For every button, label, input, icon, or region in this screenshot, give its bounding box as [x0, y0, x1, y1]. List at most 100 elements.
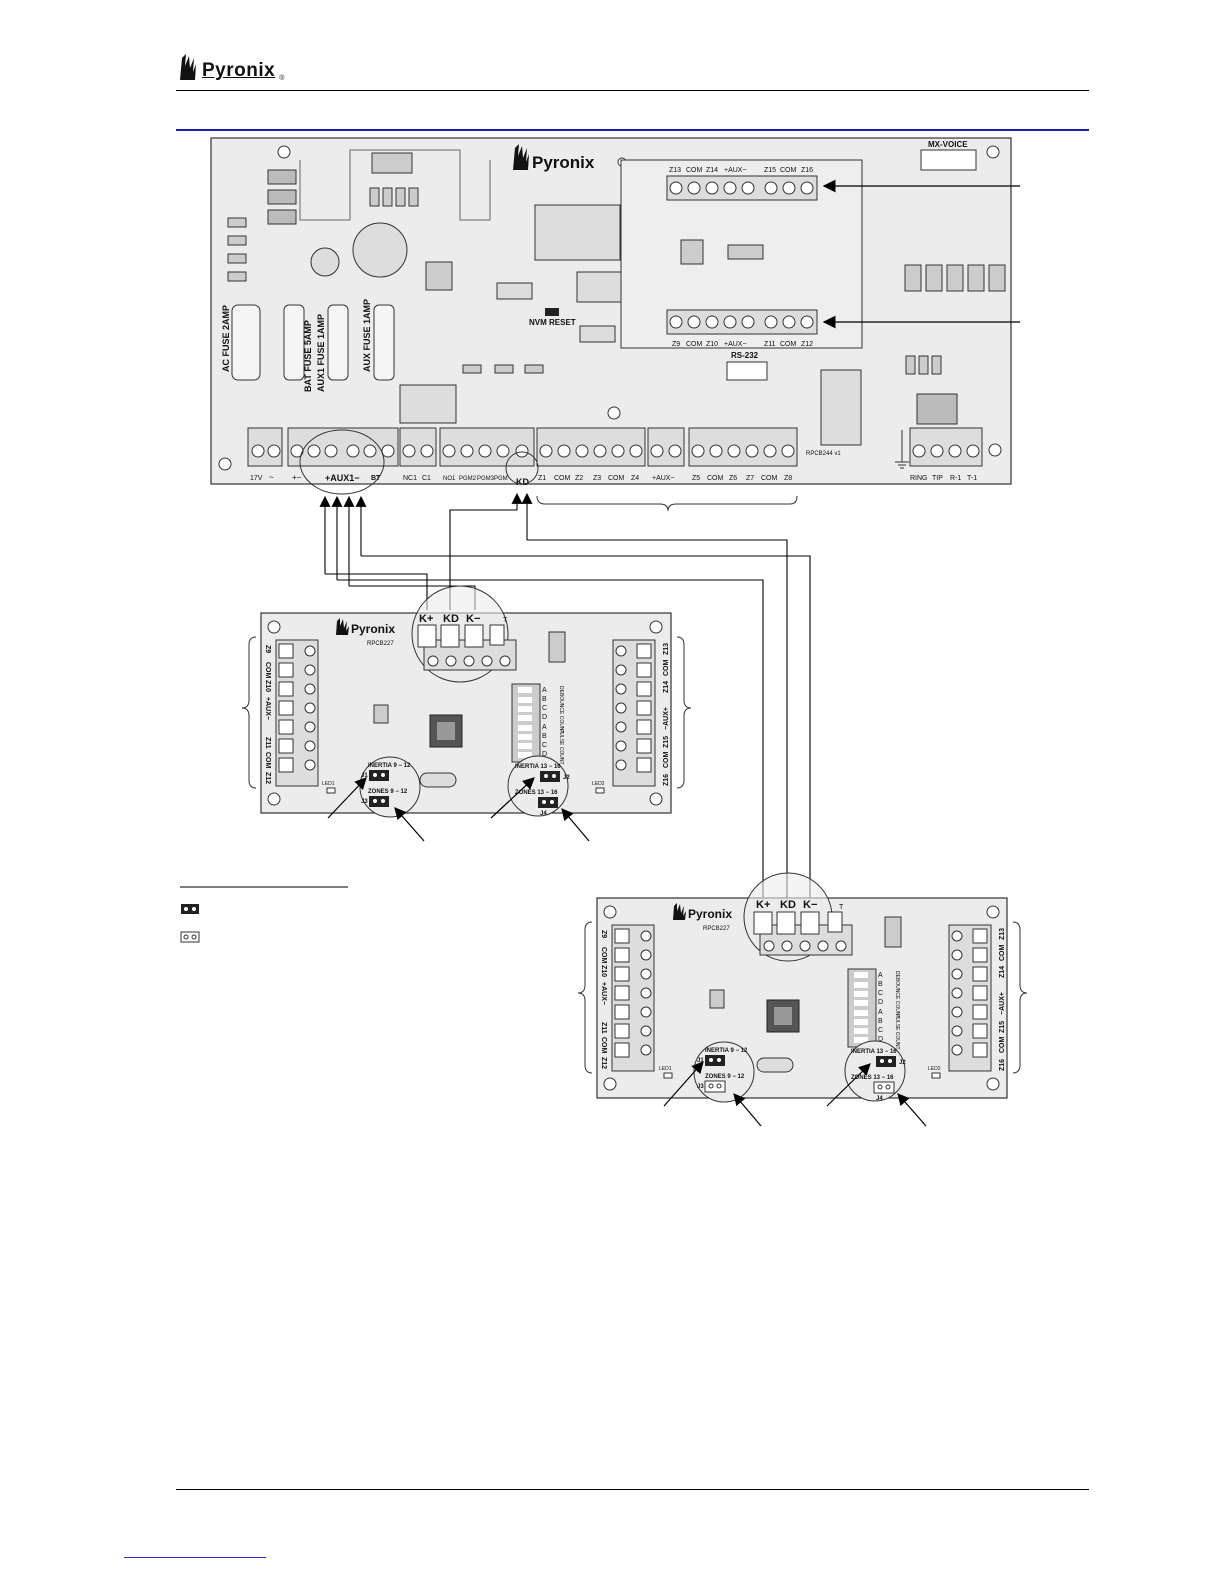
- dip-group-pulse: PULSE COUNT: [558, 729, 564, 765]
- exp1-left-term: Z11: [264, 737, 271, 749]
- j2-label: INERTIA 13 − 16: [851, 1049, 897, 1055]
- term-label: PGM3: [477, 476, 495, 482]
- fuse-label: AUX1 FUSE 1AMP: [316, 314, 326, 392]
- dip-letter: D: [878, 999, 883, 1006]
- exp1-left-term: COM: [264, 752, 271, 769]
- expander-board-1: Pyronix RPCB227 Z9 COM Z10 +AUX− Z11 COM…: [241, 585, 692, 818]
- exp2-left-term: +AUX−: [600, 982, 607, 1005]
- exp2-left-term: Z9: [600, 930, 607, 938]
- exp1-right-term: Z14: [663, 681, 670, 693]
- exp2-left-term: COM: [600, 1037, 607, 1054]
- exp1-right-term: Z15: [663, 736, 670, 748]
- j2: J2: [899, 1060, 906, 1066]
- exp2-left-term: COM: [600, 947, 607, 964]
- term-label: NC1: [403, 475, 417, 482]
- dip-letter: C: [878, 1027, 883, 1034]
- term-label: Z7: [746, 475, 754, 482]
- term-label: KD: [516, 477, 529, 487]
- term-label: Z5: [692, 475, 700, 482]
- dip-letter: B: [878, 981, 883, 988]
- fuse-label: AUX FUSE 1AMP: [362, 299, 372, 372]
- dip-letter: C: [542, 705, 547, 712]
- term-label: ~: [269, 473, 274, 482]
- term-label: COM: [686, 341, 703, 348]
- term-label: +AUX−: [652, 475, 675, 482]
- j3: J3: [697, 1084, 704, 1090]
- exp2-left-term: Z11: [600, 1022, 607, 1034]
- term-label: COM: [780, 341, 797, 348]
- term-label: Z4: [631, 475, 639, 482]
- dip-letter: B: [542, 696, 547, 703]
- term-label: C1: [422, 475, 431, 482]
- dip-letter: B: [878, 1018, 883, 1025]
- dip-letter: A: [878, 972, 883, 979]
- exp1-left-term: +AUX−: [264, 697, 271, 720]
- pyronix-flame-icon: [180, 54, 196, 80]
- fuse-label: BAT FUSE 5AMP: [303, 320, 313, 392]
- term-label: Z8: [784, 475, 792, 482]
- led2-label: LED2: [928, 1066, 941, 1072]
- term-label: Z16: [801, 167, 813, 174]
- main-board-model: RPCB244 v1: [806, 451, 841, 457]
- term-label: PGM2: [459, 476, 477, 482]
- dip-letter: D: [542, 751, 547, 758]
- term-label: Z1: [538, 475, 546, 482]
- footer-link-underline[interactable]: [124, 1557, 266, 1558]
- exp1-right-term: COM: [663, 660, 670, 677]
- exp1-left-term: COM: [264, 662, 271, 679]
- term-label: +AUX1−: [325, 473, 360, 483]
- dip-group-pulse: PULSE COUNT: [894, 1014, 900, 1050]
- term-label: COM: [608, 475, 625, 482]
- exp1-k-minus: K−: [466, 613, 480, 625]
- term-label: +AUX−: [724, 167, 747, 174]
- j1: J1: [361, 773, 368, 779]
- exp2-right-term: Z16: [999, 1059, 1006, 1071]
- main-control-board: Pyronix NVM RESET: [210, 137, 1012, 512]
- expander1-model: RPCB227: [367, 641, 394, 647]
- dip-letter: A: [878, 1009, 883, 1016]
- jumper-on-icon: [181, 904, 199, 914]
- j4-label: ZONES 13 − 16: [851, 1075, 894, 1081]
- mx-voice-label: MX-VOICE: [928, 140, 968, 149]
- exp1-right-term: Z16: [663, 774, 670, 786]
- nvm-reset-label: NVM RESET: [529, 318, 576, 327]
- exp1-kd: KD: [443, 613, 459, 625]
- ground-icon: [895, 430, 909, 469]
- exp2-right-term: Z13: [999, 928, 1006, 940]
- term-label: COM: [686, 167, 703, 174]
- exp2-right-term: COM: [999, 945, 1006, 962]
- j3-label: ZONES 9 − 12: [368, 789, 408, 795]
- exp2-k-minus: K−: [803, 899, 817, 911]
- term-label: Z13: [669, 167, 681, 174]
- jumper-off-icon: [180, 931, 200, 943]
- exp1-left-term: Z10: [264, 680, 271, 692]
- term-label: Z11: [764, 341, 776, 348]
- dip-letter: A: [542, 687, 547, 694]
- term-label: Z9: [672, 341, 680, 348]
- term-label: COM: [780, 167, 797, 174]
- exp2-left-term: Z12: [600, 1057, 607, 1069]
- exp1-left-term: Z9: [264, 645, 271, 653]
- exp1-k-plus: K+: [419, 613, 433, 625]
- term-label: PGM: [494, 476, 508, 482]
- exp1-right-term: Z13: [663, 643, 670, 655]
- term-label: Z12: [801, 341, 813, 348]
- main-mid-terminal-block: Z9 COM Z10 +AUX− Z11 COM Z12: [666, 309, 818, 348]
- j1-label: INERTIA 9 − 12: [368, 763, 411, 769]
- term-label: BT: [371, 475, 381, 482]
- term-label: Z3: [593, 475, 601, 482]
- exp2-right-term: −AUX+: [999, 992, 1006, 1015]
- j2: J2: [563, 775, 570, 781]
- led1-label: LED1: [659, 1066, 672, 1072]
- dip-group-debounce: DEBOUNCE COUNT: [894, 971, 900, 1019]
- term-label: +−: [292, 473, 302, 482]
- rs232-label: RS-232: [731, 351, 759, 360]
- header-brand: Pyronix: [202, 60, 276, 81]
- dip-letter: C: [542, 742, 547, 749]
- j4: J4: [876, 1096, 883, 1102]
- j4: J4: [540, 811, 547, 817]
- led2-label: LED2: [592, 781, 605, 787]
- term-label: COM: [761, 475, 778, 482]
- term-label: Z15: [764, 167, 776, 174]
- expander2-brand: Pyronix: [688, 907, 732, 921]
